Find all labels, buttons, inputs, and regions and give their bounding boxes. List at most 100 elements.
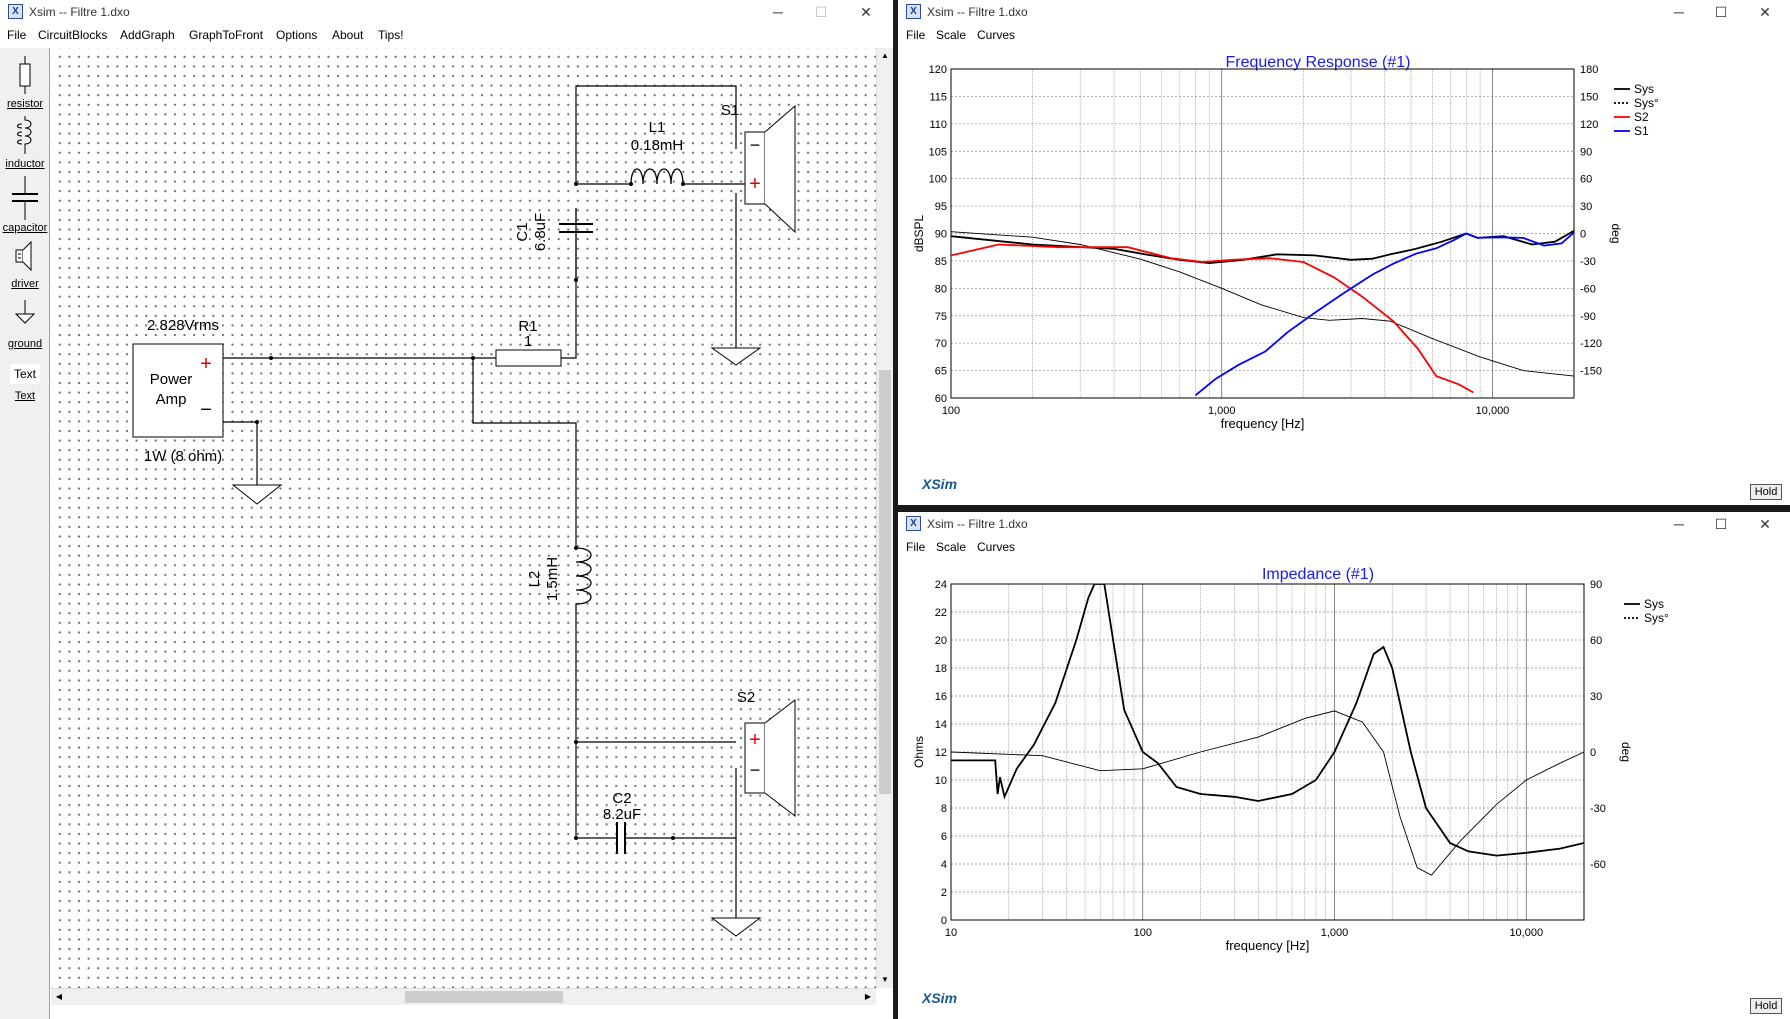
horizontal-scroll-thumb[interactable] — [405, 991, 563, 1003]
series-line-sys-phase — [951, 710, 1584, 876]
maximize-button[interactable]: ☐ — [814, 4, 828, 20]
driver-s2 — [744, 698, 796, 818]
y-tick-label: 14 — [935, 719, 947, 731]
y-tick-label: 80 — [935, 283, 947, 295]
amp-plus: + — [200, 353, 212, 375]
schematic-menubar: File CircuitBlocks AddGraph GraphToFront… — [0, 26, 893, 46]
minimize-button[interactable]: ─ — [773, 4, 783, 20]
scroll-up-arrow[interactable]: ▲ — [881, 51, 889, 60]
y-tick-label: 110 — [929, 119, 947, 131]
tool-ground-label: ground — [7, 338, 43, 350]
capacitor-icon — [12, 176, 38, 220]
tool-driver[interactable]: driver — [0, 236, 50, 292]
y-tick-label: 10 — [935, 775, 947, 787]
amp-rating-label: 1W (8 ohm) — [144, 448, 222, 465]
ground-symbol-s2 — [710, 917, 762, 937]
close-button[interactable]: ✕ — [1759, 516, 1771, 532]
y-tick-label: 18 — [935, 663, 947, 675]
x-axis-label: frequency [Hz] — [1221, 416, 1305, 431]
tool-text[interactable]: Text Text — [0, 360, 50, 410]
l2-name: L2 — [526, 571, 543, 588]
minimize-button[interactable]: ─ — [1674, 516, 1684, 532]
legend-label: Sys — [1634, 82, 1654, 96]
hold-button[interactable]: Hold — [1750, 998, 1782, 1014]
fr-menubar: File Scale Curves — [898, 26, 1790, 46]
tool-ground[interactable]: ground — [0, 296, 50, 352]
schematic-titlebar[interactable]: X Xsim -- Filtre 1.dxo ─ ☐ ✕ — [0, 0, 893, 24]
xsim-app-icon: X — [906, 516, 921, 531]
menu-tips[interactable]: Tips! — [378, 28, 404, 42]
menu-curves[interactable]: Curves — [977, 28, 1016, 42]
tool-inductor[interactable]: inductor — [0, 116, 50, 172]
s1-plus: + — [749, 173, 761, 195]
menu-file[interactable]: File — [906, 540, 926, 554]
tool-capacitor[interactable]: capacitor — [0, 176, 50, 234]
xsim-logo: XSim — [922, 990, 958, 1006]
legend-label: S2 — [1634, 110, 1649, 124]
vertical-scroll-thumb[interactable] — [879, 370, 891, 794]
y2-tick-label: 0 — [1580, 229, 1586, 241]
scroll-down-arrow[interactable]: ▼ — [881, 975, 889, 984]
y-tick-label: 2 — [941, 887, 947, 899]
minimize-button[interactable]: ─ — [1674, 4, 1684, 20]
menu-about[interactable]: About — [332, 28, 364, 42]
y-tick-label: 85 — [935, 256, 947, 268]
menu-circuitblocks[interactable]: CircuitBlocks — [38, 28, 108, 42]
y-tick-label: 0 — [941, 915, 947, 927]
maximize-button[interactable]: ☐ — [1714, 516, 1728, 532]
scroll-right-arrow[interactable]: ▶ — [864, 992, 872, 1001]
tool-resistor[interactable]: resistor — [0, 56, 50, 112]
maximize-button[interactable]: ☐ — [1714, 4, 1728, 20]
frequency-response-window: X Xsim -- Filtre 1.dxo ─ ☐ ✕ File Scale … — [898, 0, 1790, 505]
schematic-vertical-scrollbar[interactable]: ▲ ▼ — [876, 48, 893, 988]
ground-icon — [14, 300, 36, 324]
y2-tick-label: 180 — [1580, 64, 1598, 76]
y-tick-label: 16 — [935, 691, 947, 703]
y2-tick-label: -30 — [1580, 256, 1596, 268]
close-button[interactable]: ✕ — [860, 4, 872, 20]
menu-file[interactable]: File — [906, 28, 926, 42]
close-button[interactable]: ✕ — [1759, 4, 1771, 20]
legend-label: S1 — [1634, 124, 1649, 138]
y2-axis-label: deg — [1619, 742, 1633, 762]
y-tick-label: 24 — [935, 579, 947, 591]
imp-menubar: File Scale Curves — [898, 538, 1790, 558]
menu-addgraph[interactable]: AddGraph — [120, 28, 175, 42]
menu-scale[interactable]: Scale — [936, 540, 967, 554]
menu-file[interactable]: File — [7, 28, 27, 42]
legend-label: Sys° — [1634, 96, 1659, 110]
y-tick-label: 105 — [929, 146, 947, 158]
x-tick-label: 100 — [942, 405, 960, 417]
menu-options[interactable]: Options — [276, 28, 318, 42]
y-tick-label: 6 — [941, 831, 947, 843]
y2-tick-label: 60 — [1590, 635, 1602, 647]
menu-curves[interactable]: Curves — [977, 540, 1016, 554]
schematic-window-title: Xsim -- Filtre 1.dxo — [29, 5, 130, 19]
wire-s2-c2 — [575, 742, 609, 839]
schematic-canvas[interactable]: + − Power Amp 2.828Vrms 1W (8 ohm) R1 1 … — [51, 48, 876, 988]
y-axis-label: dBSPL — [912, 214, 926, 252]
menu-graphtofront[interactable]: GraphToFront — [189, 28, 264, 42]
hold-button[interactable]: Hold — [1750, 484, 1782, 500]
fr-titlebar[interactable]: X Xsim -- Filtre 1.dxo ─ ☐ ✕ — [898, 0, 1790, 24]
menu-scale[interactable]: Scale — [936, 28, 967, 42]
y2-tick-label: 150 — [1580, 91, 1598, 103]
capacitor-c2 — [616, 822, 626, 854]
y2-tick-label: 0 — [1590, 747, 1596, 759]
y2-tick-label: -60 — [1580, 283, 1596, 295]
r1-name: R1 — [518, 318, 537, 335]
x-tick-label: 10,000 — [1509, 927, 1543, 939]
y-tick-label: 8 — [941, 803, 947, 815]
schematic-horizontal-scrollbar[interactable]: ◀ ▶ — [51, 988, 876, 1005]
chart-grid — [950, 68, 1575, 399]
y2-tick-label: 60 — [1580, 174, 1592, 186]
ground-symbol-amp — [231, 484, 283, 505]
tool-resistor-label: resistor — [6, 98, 44, 110]
c2-name: C2 — [612, 790, 631, 807]
xsim-logo: XSim — [922, 476, 958, 492]
imp-titlebar[interactable]: X Xsim -- Filtre 1.dxo ─ ☐ ✕ — [898, 512, 1790, 536]
scroll-left-arrow[interactable]: ◀ — [55, 992, 63, 1001]
y-tick-label: 100 — [929, 174, 947, 186]
power-amp-box — [132, 343, 224, 438]
